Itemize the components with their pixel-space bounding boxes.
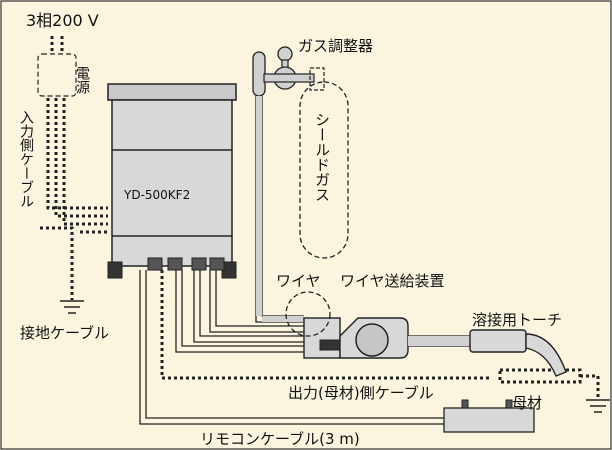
remote-controller [443, 399, 535, 433]
machine-to-feeder-cables [175, 270, 304, 353]
label-shield-gas: シールドガス [313, 112, 331, 202]
ground-symbol-left [60, 300, 84, 314]
label-gas-regulator: ガス調整器 [298, 37, 373, 55]
label-torch: 溶接用トーチ [472, 311, 562, 329]
power-supply-box [37, 53, 77, 97]
power-source [37, 36, 77, 97]
label-remote-cable: リモコンケーブル(3 m) [200, 430, 360, 448]
label-base-metal: 母材 [512, 394, 542, 412]
wire-feeder [285, 291, 409, 359]
label-ground-cable: 接地ケーブル [20, 324, 109, 342]
input-cable [40, 98, 108, 300]
label-wire-feeder: ワイヤ送給装置 [340, 272, 445, 290]
wire-spool [285, 291, 331, 337]
label-output-cable: 出力(母材)側ケーブル [288, 384, 434, 402]
label-input-cable: 入力側ケーブル [18, 110, 34, 208]
output-cable-dotted [160, 270, 600, 398]
shield-gas-cylinder [299, 81, 349, 259]
label-power-source: 3相200 V [26, 11, 99, 30]
ground-symbol-right [586, 399, 610, 413]
welding-machine [107, 83, 237, 279]
label-wire: ワイヤ [276, 272, 321, 290]
gas-regulator [252, 46, 325, 97]
label-model: YD-500KF2 [123, 188, 190, 202]
label-power-supply: 電源 [74, 66, 90, 94]
remote-cable [139, 270, 444, 425]
welding-torch [408, 329, 567, 377]
